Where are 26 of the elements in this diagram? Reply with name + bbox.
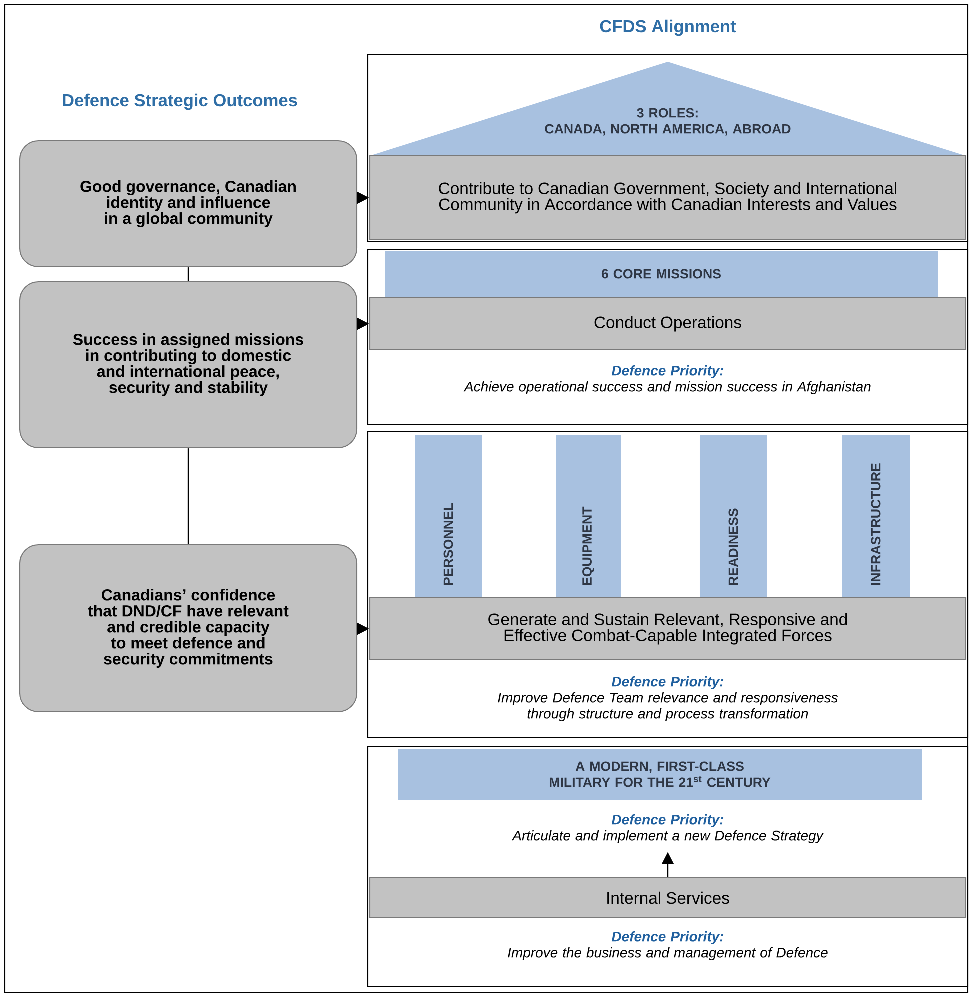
section-frame (367, 249, 969, 426)
column-heading: CFDS Alignment (600, 20, 736, 36)
outcome-box: Canadians’ confidence that DND/CF have relevant and credible capacity to meet defence and security commitments (19, 544, 358, 713)
roof-triangle: 3 ROLES: CANADA, NORTH AMERICA, ABROAD (370, 62, 966, 156)
band: Contribute to Canadian Government, Society and International Community in Accordance with Canadian Interests and Values (369, 155, 967, 241)
connector-line (188, 268, 190, 282)
column-heading: Defence Strategic Outcomes (63, 94, 298, 110)
pillar: INFRASTRUCTURE (842, 435, 910, 598)
outcome-box: Good governance, Canadian identity and influence in a global community (19, 140, 358, 268)
pillar: READINESS (700, 435, 767, 598)
band: Internal Services (369, 877, 967, 919)
connector-line (188, 448, 190, 544)
section-frame (367, 54, 969, 243)
banner: A MODERN, FIRST-CLASS MILITARY FOR THE 21$^{st}$ CENTURY (398, 749, 922, 800)
pillar: EQUIPMENT (556, 435, 621, 598)
priority-text: Defence Priority: Improve Defence Team relevance and responsiveness through structure and process transformation (498, 676, 838, 722)
pillar: PERSONNEL (415, 435, 482, 598)
section-frame (367, 431, 969, 739)
priority-text: Defence Priority: Achieve operational success and mission success in Afghanistan (464, 365, 871, 395)
section-frame (367, 746, 969, 988)
band: Generate and Sustain Relevant, Responsive and Effective Combat-Capable Integrated Forces (369, 597, 967, 661)
priority-text: Defence Priority: Improve the business and management of Defence (508, 931, 828, 961)
priority-text: Defence Priority: Articulate and implement a new Defence Strategy (512, 814, 824, 844)
banner: 6 CORE MISSIONS (385, 251, 938, 297)
outcome-box: Success in assigned missions in contributing to domestic and international peace, security and stability (19, 281, 358, 449)
band: Conduct Operations (369, 297, 967, 351)
